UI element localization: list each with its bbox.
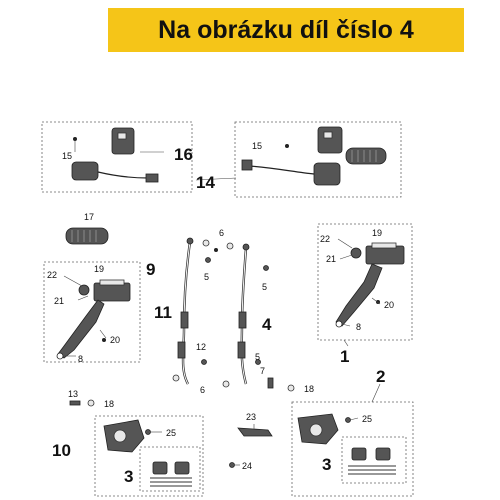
brake-pads-right (348, 447, 396, 475)
callout-23: 23 (246, 412, 256, 422)
callout-11: 11 (154, 303, 172, 322)
frame-group-2 (291, 401, 414, 497)
callout-19-right: 19 (372, 228, 382, 238)
callout-6-bottom: 6 (200, 385, 205, 395)
right-switch-assembly (241, 126, 387, 186)
callout-16: 16 (174, 145, 193, 164)
callout-5-upper-right: 5 (262, 282, 267, 292)
callout-25-right: 25 (362, 414, 372, 424)
brake-pads-left (150, 461, 192, 487)
callout-15-left: 15 (62, 151, 72, 161)
callout-5-upper-left: 5 (204, 272, 209, 282)
frame-group-14 (234, 121, 402, 198)
frame-group-10 (94, 415, 204, 497)
title-banner: Na obrázku díl číslo 4 (108, 8, 464, 52)
frame-group-9 (43, 261, 141, 363)
callout-8-left: 8 (78, 354, 83, 364)
callout-24: 24 (242, 461, 252, 471)
callout-9: 9 (146, 260, 155, 279)
callout-8-right: 8 (356, 322, 361, 332)
grip-17 (65, 227, 109, 245)
callout-18-right: 18 (304, 384, 314, 394)
callout-18-left: 18 (104, 399, 114, 409)
callout-5-lower: 5 (255, 352, 260, 362)
callout-3-right: 3 (322, 455, 331, 474)
callout-7: 7 (260, 366, 265, 376)
callout-4: 4 (262, 315, 272, 334)
callout-21-right: 21 (326, 254, 336, 264)
callout-1: 1 (340, 347, 349, 366)
callout-22-left: 22 (47, 270, 57, 280)
leader-lines (63, 151, 381, 466)
frame-brake-pads-left (139, 446, 201, 492)
callout-25-left: 25 (166, 428, 176, 438)
callout-10: 10 (52, 441, 71, 460)
callout-12: 12 (196, 342, 206, 352)
brake-hose-4 (237, 243, 250, 385)
callout-19-left: 19 (94, 264, 104, 274)
callout-17: 17 (84, 212, 94, 222)
callout-6-top: 6 (219, 228, 224, 238)
left-switch-assembly (71, 127, 159, 183)
frame-group-1 (317, 223, 413, 341)
right-brake-caliper (297, 413, 339, 445)
callout-2: 2 (376, 367, 385, 386)
left-master-cylinder (56, 279, 131, 360)
callout-15-right: 15 (252, 141, 262, 151)
callout-3-left: 3 (124, 467, 133, 486)
callout-20-right: 20 (384, 300, 394, 310)
hose-guide-23 (237, 427, 273, 437)
frame-brake-pads-right (341, 436, 407, 484)
callout-13: 13 (68, 389, 78, 399)
callout-14: 14 (196, 173, 215, 192)
callout-21-left: 21 (54, 296, 64, 306)
fasteners (69, 239, 351, 468)
callout-22-right: 22 (320, 234, 330, 244)
callout-20-left: 20 (110, 335, 120, 345)
banner-title: Na obrázku díl číslo 4 (158, 15, 414, 44)
left-brake-caliper (103, 419, 145, 453)
brake-hose-11 (177, 237, 194, 385)
right-master-cylinder (335, 242, 405, 328)
frame-group-16 (41, 121, 193, 193)
